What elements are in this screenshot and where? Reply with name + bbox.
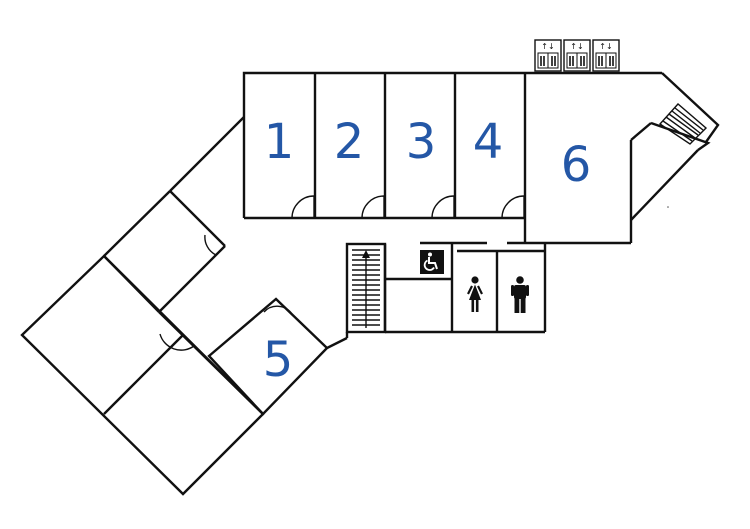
male-restroom-icon [511,276,529,313]
svg-text:↑↓: ↑↓ [541,42,554,51]
elevator-icon: ↑↓ [534,39,562,72]
female-restroom-icon [467,276,483,312]
door-swing [361,195,385,219]
room-1[interactable]: 1 [264,114,315,219]
door-swing [204,234,226,256]
room-3[interactable]: 3 [406,114,455,219]
room-block-1-4 [242,71,527,243]
facilities-block [383,241,547,334]
staircase-right [658,103,708,145]
door-swing [431,195,455,219]
door-swing [501,195,525,219]
room-number-2: 2 [334,114,365,170]
elevator-icon: ↑↓ [563,39,591,72]
room-number-5: 5 [263,332,294,388]
accessible-icon [420,250,444,274]
room-4[interactable]: 4 [473,114,525,219]
room-6[interactable]: 6 [525,71,720,245]
elevator-icon: ↑↓ [592,39,620,72]
left-wing [20,116,265,496]
svg-text:↑↓: ↑↓ [570,42,583,51]
room-number-4: 4 [473,114,504,170]
room-number-6: 6 [561,137,592,193]
door-swing [263,305,293,315]
svg-text:↑↓: ↑↓ [599,42,612,51]
room-number-3: 3 [406,114,437,170]
door-swing [159,333,196,351]
door-swing [291,195,315,219]
staircase-icon [345,242,387,334]
room-5[interactable]: 5 [207,297,329,416]
room-number-1: 1 [264,114,295,170]
room-2[interactable]: 2 [334,114,385,219]
